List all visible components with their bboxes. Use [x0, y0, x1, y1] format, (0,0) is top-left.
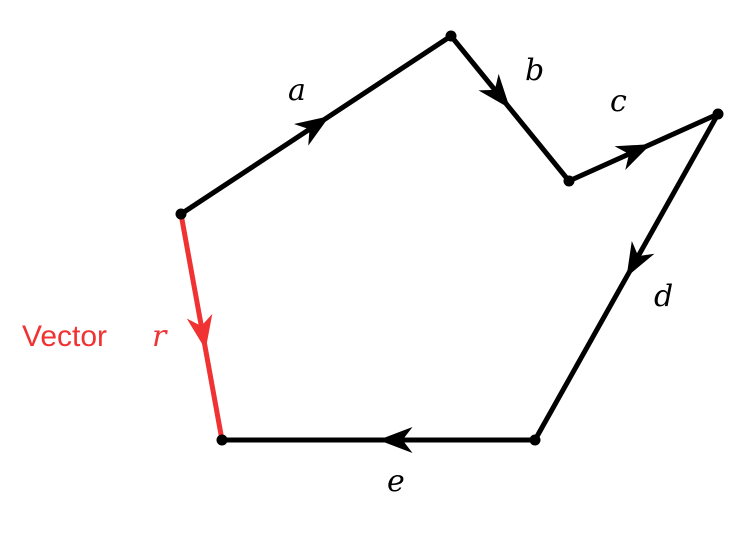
label-vector-r-prefix: Vector	[22, 320, 107, 353]
vertex-point	[445, 30, 457, 42]
vector-a-arrowhead-icon	[293, 116, 330, 146]
vector-b-arrowhead-icon	[478, 73, 510, 109]
label-e: e	[387, 464, 405, 499]
label-a: a	[288, 73, 306, 108]
vector-r-arrowhead-icon	[186, 313, 213, 350]
label-d: d	[654, 279, 673, 314]
vector-e-arrowhead-icon	[378, 427, 413, 453]
vertex-point	[529, 434, 541, 446]
label-vector-r-symbol: r	[152, 319, 168, 354]
vertex-point	[175, 208, 187, 220]
vertex-point	[712, 108, 724, 120]
vertex-point	[563, 175, 575, 187]
vector-d-arrowhead-icon	[626, 240, 655, 277]
vector-c-arrowhead-icon	[614, 144, 651, 170]
label-c: c	[610, 84, 627, 119]
vertex-point	[216, 434, 228, 446]
label-b: b	[525, 53, 544, 88]
